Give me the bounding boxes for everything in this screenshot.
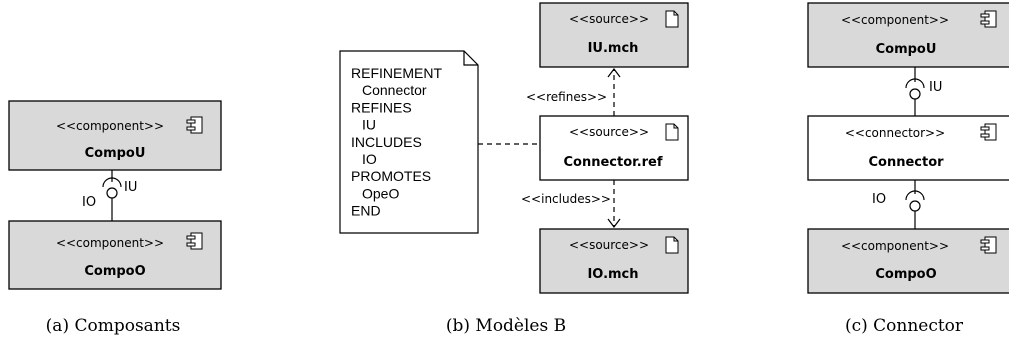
interface-connector-io	[905, 180, 925, 229]
source-io-mch: <<source>> IO.mch	[539, 228, 689, 294]
includes-dependency	[607, 180, 621, 228]
component-compou-c: <<component>> CompoU	[807, 2, 1009, 68]
source-iu-mch: <<source>> IU.mch	[539, 2, 689, 68]
source-name: IO.mch	[587, 267, 638, 282]
includes-label: <<includes>>	[521, 192, 611, 206]
socket-icon	[905, 190, 925, 201]
source-name: IU.mch	[588, 41, 639, 56]
component-name: CompoU	[876, 42, 937, 57]
interface-label-iu: IU	[929, 80, 942, 95]
refines-label: <<refines>>	[526, 90, 607, 104]
panel-c: <<component>> CompoU IU <<connector>> Co…	[807, 2, 1009, 336]
stereotype-label: <<component>>	[841, 239, 949, 253]
note-line: Connector	[362, 82, 427, 98]
component-name: CompoU	[85, 146, 146, 161]
component-compou-a: <<component>> CompoU	[8, 100, 222, 171]
note-line: REFINES	[351, 99, 412, 115]
note-line: INCLUDES	[351, 134, 422, 150]
component-name: CompoO	[875, 267, 936, 282]
note-line: REFINEMENT	[351, 65, 442, 81]
interface-label-io: IO	[872, 192, 886, 207]
note-line: PROMOTES	[351, 168, 431, 184]
socket-icon	[102, 177, 122, 188]
stereotype-label: <<source>>	[569, 238, 649, 252]
stereotype-label: <<component>>	[841, 13, 949, 27]
component-compoo-c: <<component>> CompoO	[807, 228, 1009, 294]
stereotype-label: <<source>>	[569, 125, 649, 139]
source-connector-ref: <<source>> Connector.ref	[539, 115, 689, 181]
arrowhead-icon	[607, 218, 621, 228]
interface-connector-a	[102, 170, 122, 221]
component-name: Connector	[868, 155, 944, 170]
lollipop-icon	[909, 200, 921, 212]
document-icon	[665, 123, 679, 141]
note-line: IO	[362, 151, 377, 167]
arrowhead-icon	[607, 68, 621, 78]
stereotype-label: <<component>>	[56, 236, 164, 250]
socket-icon	[905, 78, 925, 89]
interface-connector-iu	[905, 67, 925, 116]
caption-a: (a) Composants	[46, 316, 181, 336]
note-line: IU	[362, 117, 376, 133]
caption-b: (b) Modèles B	[446, 316, 566, 336]
source-name: Connector.ref	[563, 155, 662, 170]
panel-a: <<component>> CompoU IO IU <<component>>…	[8, 100, 222, 336]
document-icon	[665, 10, 679, 28]
stereotype-label: <<connector>>	[845, 126, 945, 140]
lollipop-icon	[106, 187, 118, 199]
interface-label-iu: IU	[124, 180, 137, 195]
stereotype-label: <<source>>	[569, 12, 649, 26]
note-line: OpeO	[362, 185, 399, 201]
lollipop-icon	[909, 88, 921, 100]
component-name: CompoO	[84, 264, 145, 279]
document-icon	[665, 236, 679, 254]
caption-c: (c) Connector	[845, 316, 964, 336]
interface-label-io: IO	[82, 195, 96, 210]
note-line: END	[351, 203, 381, 219]
stereotype-label: <<component>>	[56, 119, 164, 133]
component-compoo-a: <<component>> CompoO	[8, 220, 222, 290]
connector-component: <<connector>> Connector	[807, 115, 1009, 181]
refines-dependency	[607, 68, 621, 116]
